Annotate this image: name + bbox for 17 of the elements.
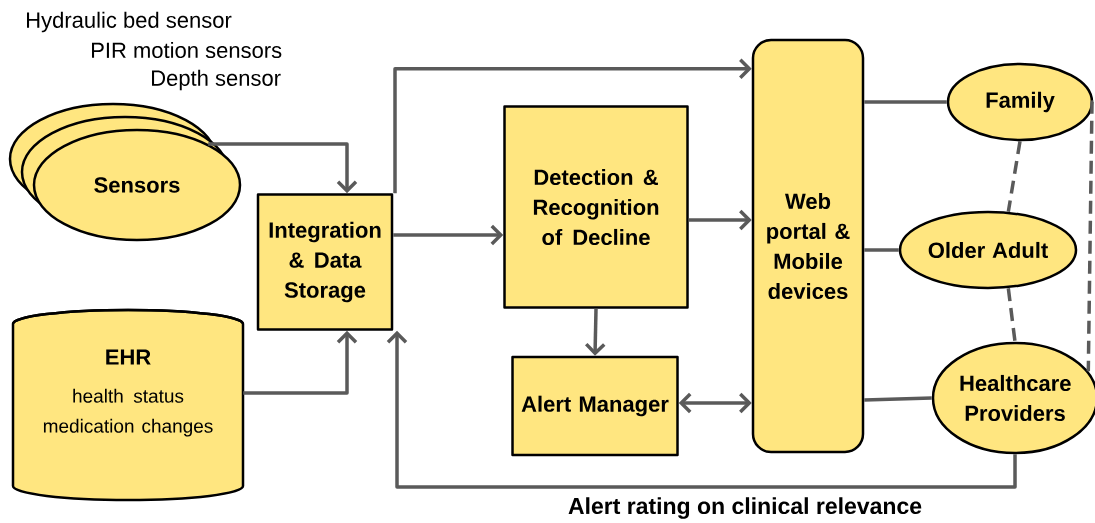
- arrow: [585, 308, 606, 356]
- arrow: [386, 330, 1017, 489]
- arrow: [688, 209, 752, 231]
- arrow: [678, 392, 752, 414]
- arrow: [393, 58, 752, 194]
- edge-label: Alert rating on clinical relevance: [568, 497, 922, 519]
- arrow: [393, 224, 504, 246]
- process-box: Detection & Recognition of Decline: [503, 105, 689, 309]
- sensor-label: Hydraulic bed sensor: [27, 11, 232, 33]
- database-cylinder: EHR health status medication changes: [11, 308, 245, 502]
- arrow: [243, 330, 358, 395]
- process-box: Alert Manager: [511, 355, 679, 457]
- sensor-label: Depth sensor: [152, 69, 281, 91]
- process-box: Integration & Data Storage: [256, 193, 394, 331]
- sensor-label: PIR motion sensors: [92, 41, 282, 59]
- arrow: [208, 142, 358, 194]
- portal-box: Web portal & Mobile devices: [751, 38, 865, 454]
